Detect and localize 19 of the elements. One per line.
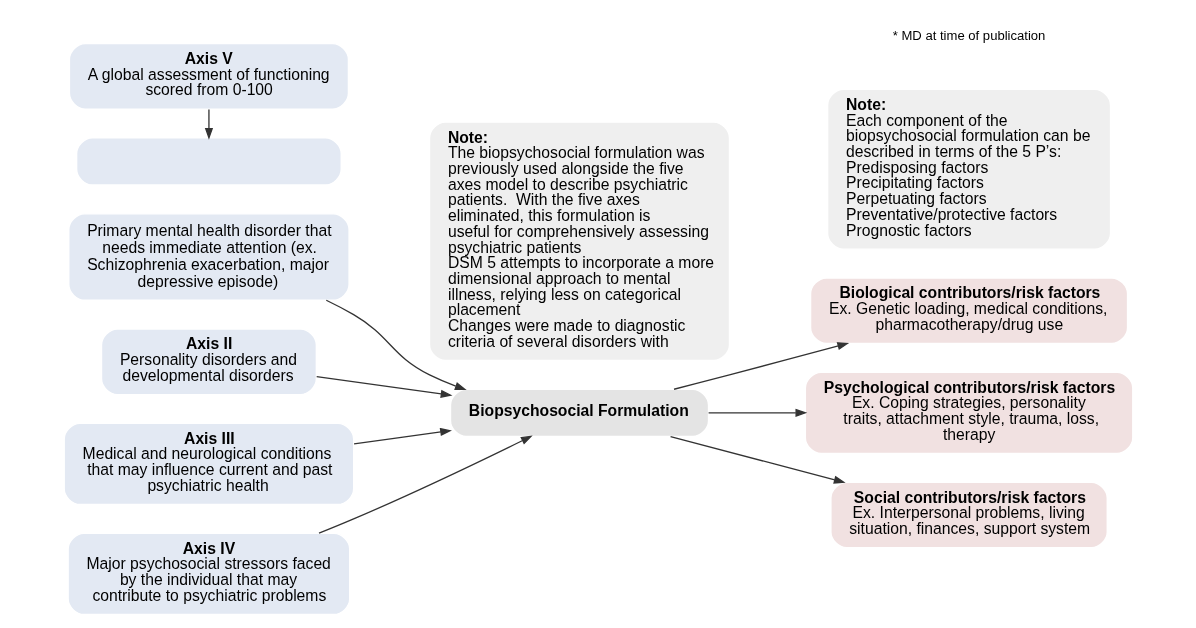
node-box: Psychological contributors/risk factors Ex. Coping strategies, personality traits, attachment style, trauma, loss, therapy [804, 371, 1133, 455]
arrow [672, 342, 849, 390]
label: * MD at time of publication [892, 28, 1045, 44]
arrow [317, 435, 533, 534]
node-box: Social contributors/risk factors Ex. Interpersonal problems, living situation, finances, support system [829, 481, 1108, 549]
arrow [352, 427, 452, 445]
node-box: Axis IV Major psychosocial stressors faced by the individual that may contribute to psychiatric problems [67, 532, 350, 616]
node-box: Biological contributors/risk factors Ex. Genetic loading, medical conditions, pharmacotherapy/drug use [809, 277, 1128, 345]
arrow [315, 375, 452, 398]
arrow [325, 299, 467, 390]
node-box [75, 137, 342, 186]
node-box: Primary mental health disorder that needs immediate attention (ex. Schizophrenia exacerbation, major depressive episode) [67, 213, 350, 301]
node-box: Axis V A global assessment of functioning scored from 0-100 [68, 42, 349, 110]
arrow [669, 435, 846, 484]
arrow [707, 408, 807, 417]
node-box: Biopsychosocial Formulation [449, 388, 709, 438]
node-box: Axis III Medical and neurological conditions that may influence current and past psychiatric health [63, 422, 354, 506]
node-box: Axis II Personality disorders and developmental disorders [100, 328, 317, 396]
arrow [204, 108, 213, 140]
